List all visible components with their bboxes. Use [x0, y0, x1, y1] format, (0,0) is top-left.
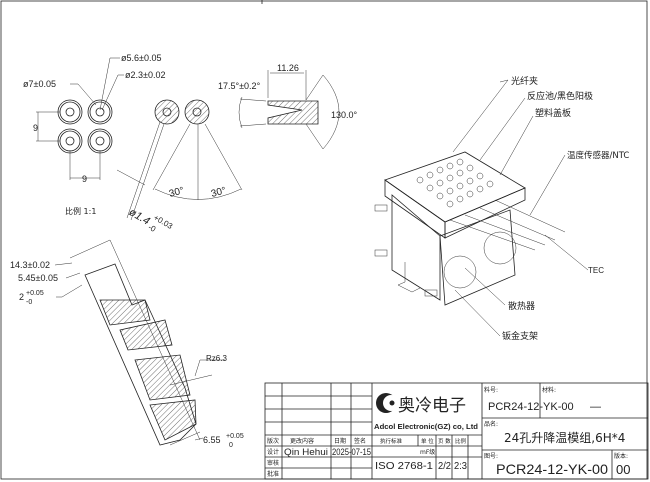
dim-pitch-vertical: 9 [33, 123, 38, 133]
angle-section-view: 30° 30° ø1.4 +0.03 -0 [116, 99, 243, 235]
dim-step: 5.45±0.05 [18, 273, 58, 283]
design-date: 2025-07-15 [332, 447, 371, 457]
half-angle: 17.5°±0.2° [218, 81, 261, 91]
designer-name: Qin Hehui [284, 447, 328, 457]
unit-value: mF级 [420, 448, 435, 456]
company-name-cn: 奥冷电子 [398, 396, 466, 416]
version-value: 00 [616, 462, 630, 477]
header-revision: 版次 [267, 437, 279, 445]
header-standard: 执行标准 [380, 437, 403, 445]
cone-section-view: 17.5°±0.2° 11.26 130.0° [218, 63, 358, 150]
side-section-view: 14.3±0.02 5.45±0.05 2 +0.05 -0 Rz6.3 6.5… [10, 239, 244, 449]
dim-lip: 2 [19, 292, 24, 302]
hole-diameter: ø1.4 [127, 206, 152, 227]
material-value: — [590, 401, 601, 413]
product-name-label: 品名: [484, 420, 498, 428]
header-pages: 页 数 [438, 437, 451, 445]
hole-tol-lower: -0 [147, 223, 158, 235]
dim-mid-diameter: ø5.6±0.05 [121, 53, 161, 63]
cone-angle: 130.0° [331, 110, 358, 120]
dim-bottom-tol-lower: 0 [229, 442, 233, 449]
label-design: 设计 [267, 448, 279, 456]
callout-heatsink: 散热器 [508, 300, 535, 312]
scale-note: 比例 1:1 [65, 206, 96, 216]
header-change: 更改内容 [290, 437, 314, 445]
callout-sheet-bracket: 钣金支架 [502, 330, 538, 342]
roughness: Rz6.3 [206, 354, 227, 363]
callout-ntc-sensor: 温度传感器/NTC [567, 150, 629, 161]
title-block: 版次 更改内容 日期 签名 设计 审核 批准 Qin Hehui 2025-07… [264, 382, 649, 480]
label-review: 审核 [267, 459, 279, 467]
dim-lip-tol-upper: +0.05 [26, 290, 44, 297]
angle-right: 30° [210, 185, 227, 200]
assembly-view: 光纤夹 反应池/黑色阳极 塑料盖板 温度传感器/NTC TEC 散热器 钣金支架 [374, 75, 629, 342]
part-no-label: 料号: [484, 386, 498, 394]
header-unit: 单 位 [421, 437, 434, 445]
header-date: 日期 [334, 437, 346, 445]
callout-fiber-clamp: 光纤夹 [511, 75, 538, 87]
part-no-value: PCR24-12-YK-00 [488, 401, 574, 413]
drawing-no-label: 图号: [484, 453, 498, 460]
standard-value: ISO 2768-1 [375, 461, 433, 472]
callout-reaction-cell: 反应池/黑色阳极 [527, 90, 593, 102]
dim-lip-tol-lower: -0 [26, 299, 32, 306]
hole-pattern-view: ø7±0.05 ø5.6±0.05 ø2.3±0.02 9 9 比例 1:1 [23, 53, 165, 216]
callout-tec: TEC [588, 266, 604, 275]
version-label: 版本: [614, 452, 628, 460]
company-name-en: Adcol Electronic(GZ) co, Ltd [374, 422, 478, 431]
dim-bottom: 6.55 [203, 435, 221, 445]
product-name-value: 24孔升降温模组,6H*4 [504, 431, 625, 445]
pages-value: 2/2 [438, 461, 451, 472]
label-approve: 批准 [267, 470, 279, 478]
dim-inner-diameter: ø2.3±0.02 [125, 70, 165, 80]
header-sign: 签名 [354, 437, 366, 445]
angle-left: 30° [168, 185, 185, 200]
scale-value: 2:3 [454, 461, 467, 472]
dim-outer-diameter: ø7±0.05 [23, 79, 56, 89]
material-label: 材料: [542, 386, 556, 394]
dim-pitch-horizontal: 9 [82, 174, 87, 184]
callout-plastic-cover: 塑料盖板 [535, 107, 571, 119]
cone-depth: 11.26 [277, 63, 299, 73]
header-scale: 比例 [455, 437, 467, 445]
dim-total: 14.3±0.02 [10, 260, 50, 270]
dim-bottom-tol-upper: +0.05 [226, 433, 244, 440]
drawing-no-value: PCR24-12-YK-00 [496, 461, 608, 477]
